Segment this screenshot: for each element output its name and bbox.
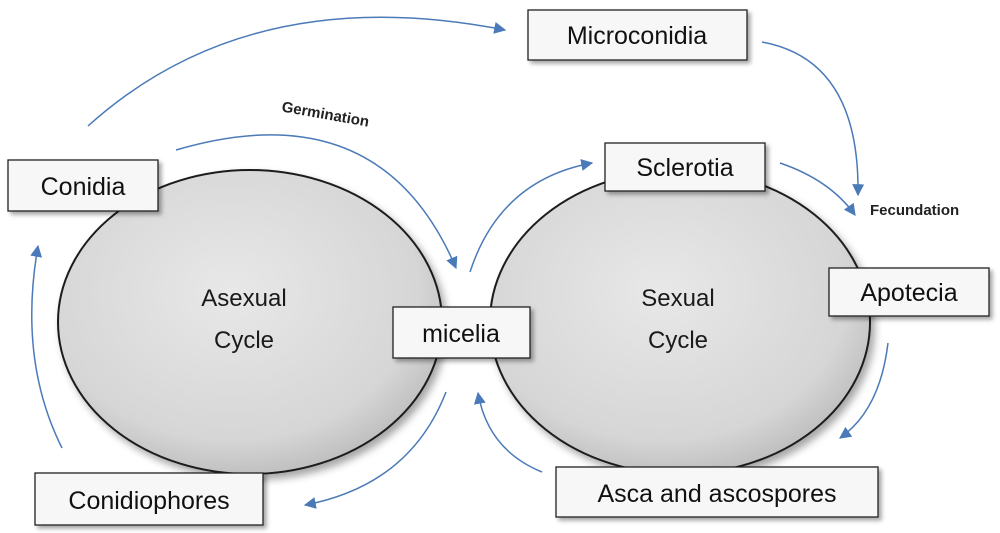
arrow-micelia-to-conidiophores <box>303 391 447 509</box>
cycle-arrows <box>30 16 889 509</box>
apotecia-box <box>828 267 990 317</box>
node-apotecia: Apotecia <box>828 267 990 317</box>
node-conidiophores: Conidiophores <box>34 472 264 526</box>
sexual-cycle-label-line1: Sexual <box>641 285 714 312</box>
arrow-micelia-to-sclerotia <box>469 159 594 273</box>
asexual-cycle: Asexual Cycle <box>57 169 443 475</box>
arrow-apotecia-to-asca <box>839 342 889 439</box>
node-sclerotia: Sclerotia <box>604 142 766 192</box>
arrow-sclerotia-to-fecundation <box>779 162 856 216</box>
arrow-conidia-to-micelia <box>175 134 458 270</box>
asexual-cycle-label-line1: Asexual <box>201 285 286 312</box>
node-asca-and-ascospores: Asca and ascospores <box>555 466 879 518</box>
micelia-box <box>392 306 531 359</box>
arrow-conidiophores-to-conidia <box>30 244 63 449</box>
asexual-cycle-label-line2: Cycle <box>214 327 274 354</box>
microconidia-label: Microconidia <box>567 22 707 50</box>
fecundation-label: Fecundation <box>870 202 959 219</box>
node-micelia: micelia <box>392 306 531 359</box>
conidiophores-box <box>34 472 264 526</box>
microconidia-box <box>527 9 748 61</box>
asca-label: Asca and ascospores <box>597 480 836 508</box>
arrow-asca-to-micelia <box>473 391 543 473</box>
micelia-label: micelia <box>422 320 500 348</box>
asca-box <box>555 466 879 518</box>
node-conidia: Conidia <box>7 159 159 212</box>
sclerotia-label: Sclerotia <box>636 154 733 182</box>
conidiophores-label: Conidiophores <box>68 487 229 515</box>
conidia-label: Conidia <box>41 173 126 201</box>
arrow-conidia-to-microconidia <box>87 16 507 127</box>
germination-label: Germination <box>280 99 370 131</box>
arrow-microconidia-to-fecundation <box>761 41 865 197</box>
sclerotia-box <box>604 142 766 192</box>
conidia-box <box>7 159 159 212</box>
sexual-cycle: Sexual Cycle <box>489 169 871 475</box>
apotecia-label: Apotecia <box>860 279 957 307</box>
sexual-cycle-ellipse <box>489 169 871 475</box>
node-microconidia: Microconidia <box>527 9 748 61</box>
asexual-cycle-ellipse <box>57 169 443 475</box>
sexual-cycle-label-line2: Cycle <box>648 327 708 354</box>
